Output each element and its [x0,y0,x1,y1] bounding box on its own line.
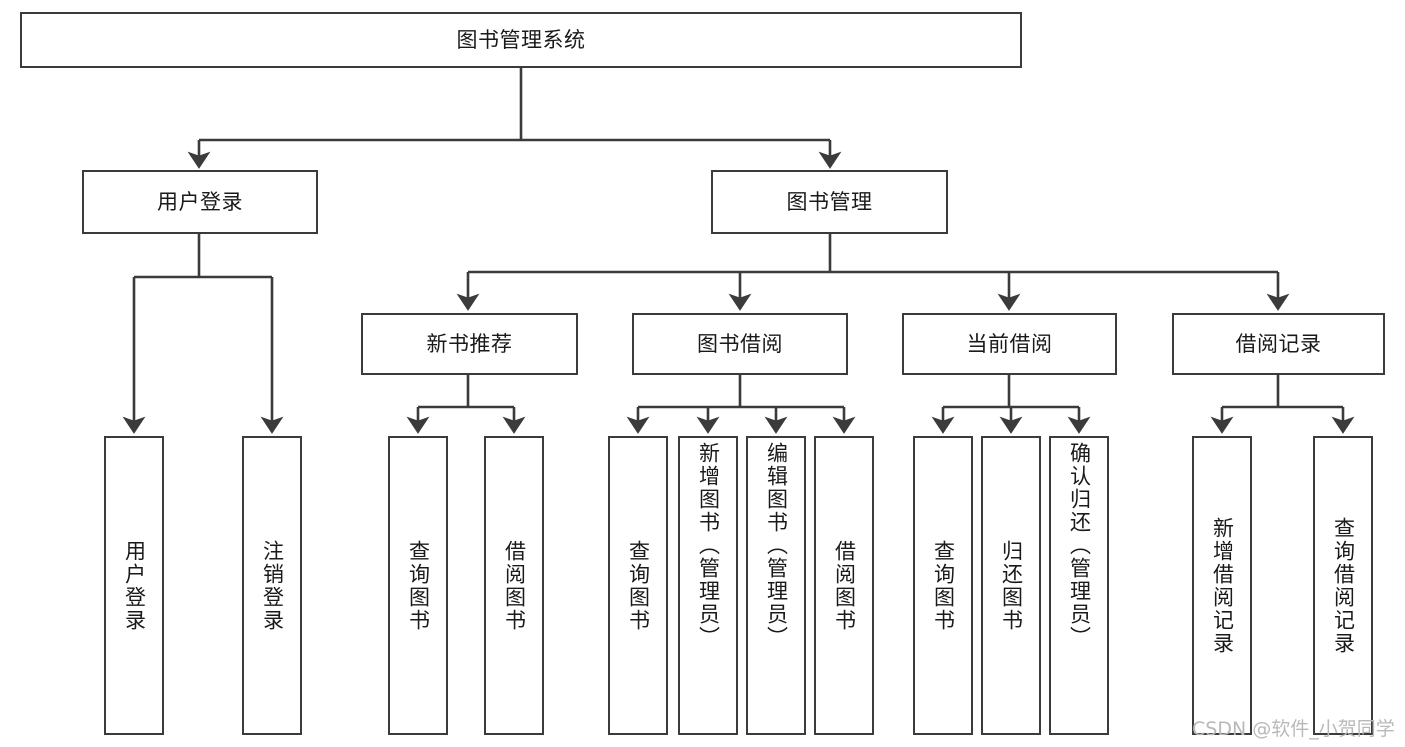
node-borrow-record[interactable]: 借阅记录 [1172,313,1385,375]
leaf-user-login[interactable]: 用户登录 [104,436,164,735]
leaf-edit-book-label: 编辑图书（管理员） [764,442,789,649]
leaf-query-book-2-label: 查询图书 [626,539,651,632]
leaf-query-book-2[interactable]: 查询图书 [608,436,668,735]
leaf-query-book-1-label: 查询图书 [406,539,431,632]
leaf-borrow-book-1[interactable]: 借阅图书 [484,436,544,735]
leaf-edit-book[interactable]: 编辑图书（管理员） [746,436,806,735]
leaf-add-record[interactable]: 新增借阅记录 [1192,436,1252,735]
node-book-manage-label: 图书管理 [786,189,873,214]
node-borrow-record-label: 借阅记录 [1235,331,1322,356]
leaf-query-book-3-label: 查询图书 [931,539,956,632]
leaf-return-book-label: 归还图书 [999,539,1024,632]
leaf-borrow-book-2-label: 借阅图书 [832,539,857,632]
leaf-confirm-return[interactable]: 确认归还（管理员） [1049,436,1109,735]
node-root[interactable]: 图书管理系统 [20,12,1022,68]
leaf-confirm-return-label: 确认归还（管理员） [1067,442,1092,649]
node-current-borrow[interactable]: 当前借阅 [902,313,1117,375]
watermark-text: CSDN @软件_小贺同学 [1192,718,1395,740]
leaf-add-book[interactable]: 新增图书（管理员） [678,436,738,735]
node-new-book-rec-label: 新书推荐 [426,331,513,356]
node-root-label: 图书管理系统 [456,27,586,52]
leaf-query-book-1[interactable]: 查询图书 [388,436,448,735]
node-current-borrow-label: 当前借阅 [966,331,1053,356]
leaf-query-book-3[interactable]: 查询图书 [913,436,973,735]
leaf-borrow-book-1-label: 借阅图书 [502,539,527,632]
leaf-query-record[interactable]: 查询借阅记录 [1313,436,1373,735]
leaf-user-login-label: 用户登录 [122,539,147,632]
leaf-logout-login-label: 注销登录 [260,539,285,632]
leaf-query-record-label: 查询借阅记录 [1331,516,1356,655]
node-user-login[interactable]: 用户登录 [82,170,318,234]
leaf-borrow-book-2[interactable]: 借阅图书 [814,436,874,735]
leaf-add-book-label: 新增图书（管理员） [696,442,721,649]
leaf-add-record-label: 新增借阅记录 [1210,516,1235,655]
node-user-login-label: 用户登录 [157,189,243,214]
node-book-manage[interactable]: 图书管理 [711,170,948,234]
node-new-book-rec[interactable]: 新书推荐 [361,313,578,375]
leaf-logout-login[interactable]: 注销登录 [242,436,302,735]
node-book-borrow[interactable]: 图书借阅 [632,313,848,375]
leaf-return-book[interactable]: 归还图书 [981,436,1041,735]
node-book-borrow-label: 图书借阅 [697,331,783,356]
